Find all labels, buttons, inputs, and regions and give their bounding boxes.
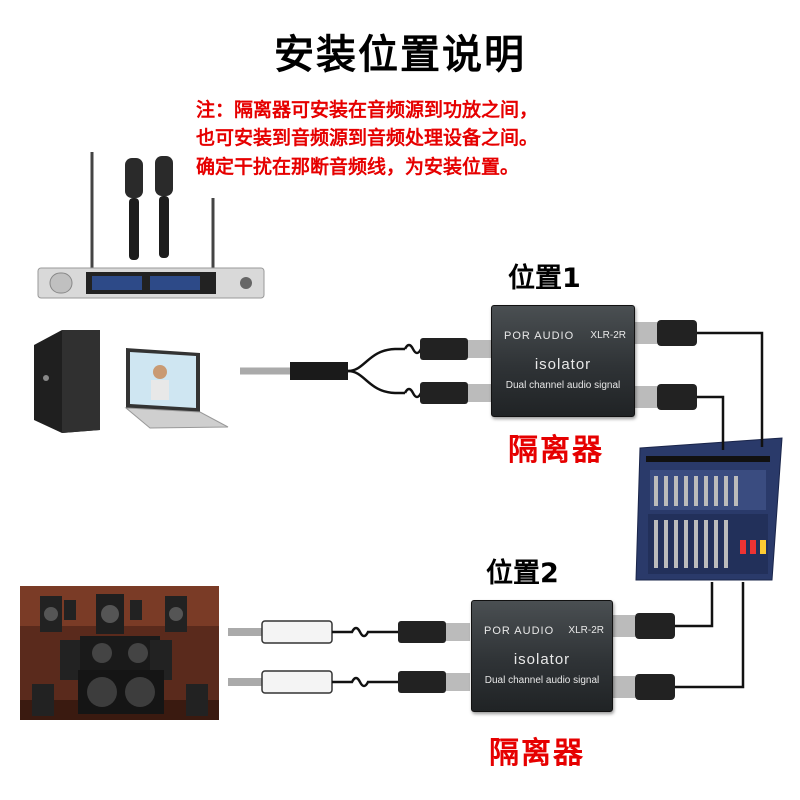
position1-cables: [240, 320, 764, 450]
home-theater-speakers-icon: [20, 586, 219, 720]
position2-device-label: 隔离器: [489, 736, 585, 771]
page-title: 安装位置说明: [274, 32, 526, 78]
note-line-2: 也可安装到音频源到音频处理设备之间。: [196, 127, 539, 149]
isolator-device-1: POR AUDIO XLR-2R isolator Dual channel a…: [491, 305, 635, 417]
device-name: isolator: [513, 651, 571, 668]
laptop-icon: [124, 348, 229, 429]
wireless-microphone-receiver-icon: [37, 152, 265, 299]
device-brand: POR AUDIO: [484, 625, 555, 637]
note-line-3: 确定干扰在那断音频线，为安装位置。: [196, 156, 520, 178]
device-brand: POR AUDIO: [504, 330, 575, 342]
device-model: XLR-2R: [568, 625, 604, 636]
position2-cables: [228, 582, 745, 700]
audio-mixer-icon: [635, 437, 783, 581]
device-model: XLR-2R: [590, 330, 626, 341]
position1-label: 位置1: [508, 263, 581, 294]
pc-tower-icon: [34, 330, 100, 433]
device-description: Dual channel audio signal: [484, 675, 600, 686]
note-line-1: 注：隔离器可安装在音频源到功放之间，: [196, 99, 539, 121]
isolator-device-2: POR AUDIO XLR-2R isolator Dual channel a…: [471, 600, 613, 712]
device-description: Dual channel audio signal: [505, 380, 621, 391]
position1-device-label: 隔离器: [508, 433, 604, 468]
position2-label: 位置2: [486, 558, 559, 589]
device-name: isolator: [534, 356, 592, 373]
